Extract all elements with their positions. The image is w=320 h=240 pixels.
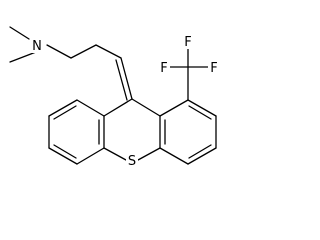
atom-label-fluorine-right: F xyxy=(210,61,217,76)
bond-right-3-inner xyxy=(188,105,212,120)
atom-label-sulfur: S xyxy=(128,154,136,169)
bond-right-6 xyxy=(159,147,189,165)
bond-right-2 xyxy=(159,99,189,117)
bond-c10a-s xyxy=(103,147,127,161)
atom-label-nitrogen: N xyxy=(32,39,42,54)
bond-c9-c9a xyxy=(131,98,161,117)
bond-ch2b-ch xyxy=(95,44,122,59)
bond-ch-c9-b xyxy=(115,59,128,101)
bond-left-3-inner xyxy=(53,105,77,120)
bond-left-6 xyxy=(76,147,105,165)
bond-n-methyl2 xyxy=(9,51,37,63)
molecule-diagram: N S F F F xyxy=(9,26,218,169)
bond-ch-c9-a xyxy=(120,57,133,100)
bond-right-5 xyxy=(187,147,217,165)
bond-left-5 xyxy=(48,147,78,165)
bond-n-ch2a xyxy=(46,44,72,59)
bond-s-c4a xyxy=(137,147,161,161)
bond-c9-c8a xyxy=(103,98,133,117)
bond-right-5-inner xyxy=(188,144,212,159)
bond-left-2 xyxy=(76,99,105,117)
atom-label-fluorine-top: F xyxy=(184,35,191,50)
bond-left-3 xyxy=(48,99,78,117)
structure-drawing: N S F F F xyxy=(9,26,218,169)
atom-label-fluorine-left: F xyxy=(160,61,167,76)
bond-methyl1-n xyxy=(9,26,30,40)
bond-left-5-inner xyxy=(53,144,77,159)
bond-right-3 xyxy=(187,99,217,117)
bond-ch2a-ch2b xyxy=(70,44,97,59)
